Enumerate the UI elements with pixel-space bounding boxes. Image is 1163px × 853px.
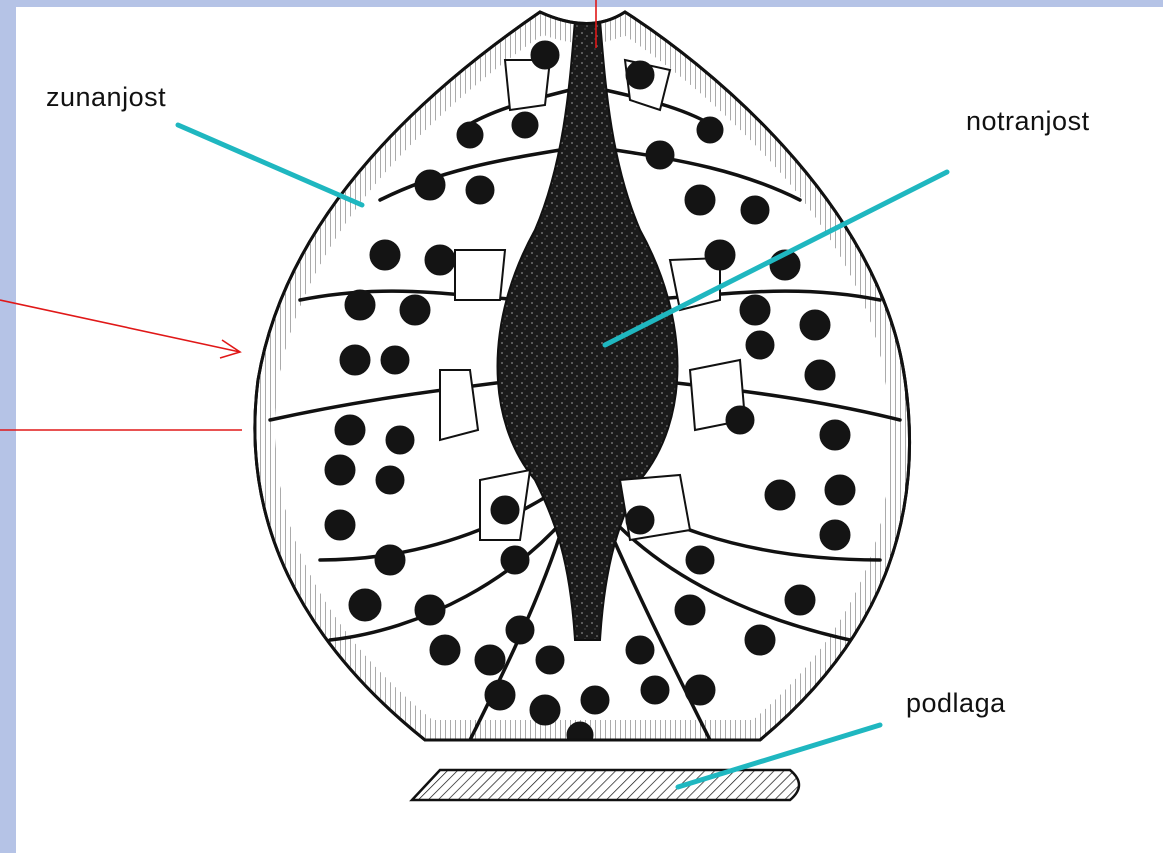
sponge-body [255,12,910,748]
pointer-line-exterior [178,125,362,205]
label-substrate: podlaga [906,688,1006,719]
red-arrow-upper [0,300,240,352]
label-interior: notranjost [966,106,1090,137]
label-exterior: zunanjost [46,82,166,113]
substrate-base [412,770,799,800]
